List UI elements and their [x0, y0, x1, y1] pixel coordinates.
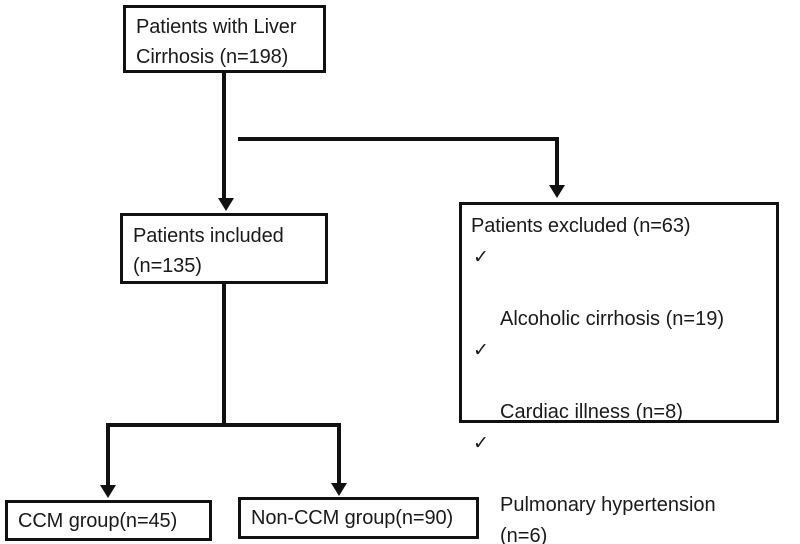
- arrowhead-to-ccm-group: [100, 485, 116, 498]
- node-included-label: Patients included (n=135): [133, 225, 284, 277]
- connector-split-left-arm: [106, 423, 110, 486]
- connector-included-split-feed: [222, 284, 226, 427]
- connector-source-to-included-line: [222, 137, 226, 199]
- node-ccm-group: CCM group(n=45): [5, 500, 212, 541]
- connector-branch-horizontal: [238, 137, 559, 141]
- excluded-reason-label: Alcoholic cirrhosis (n=19): [500, 308, 724, 330]
- arrowhead-to-excluded: [549, 185, 565, 198]
- check-icon: ✓: [473, 247, 489, 268]
- node-non-ccm-group: Non-CCM group(n=90): [238, 497, 479, 539]
- node-excluded-heading: Patients excluded (n=63): [471, 215, 691, 237]
- node-source-label: Patients with Liver Cirrhosis (n=198): [136, 16, 297, 68]
- connector-branch-vertical: [555, 137, 559, 185]
- list-item: ✓ Pulmonary hypertension (n=6): [471, 428, 776, 544]
- node-non-ccm-group-label: Non-CCM group(n=90): [251, 507, 454, 529]
- node-patients-with-liver-cirrhosis: Patients with Liver Cirrhosis (n=198): [123, 5, 326, 73]
- connector-split-right-arm: [337, 423, 341, 486]
- connector-source-trunk: [222, 73, 226, 199]
- excluded-reason-list: ✓ Alcoholic cirrhosis (n=19) ✓ Cardiac i…: [471, 242, 776, 544]
- connector-split-bar: [106, 423, 341, 427]
- list-item: ✓ Cardiac illness (n=8): [471, 335, 776, 428]
- node-ccm-group-label: CCM group(n=45): [18, 509, 178, 532]
- excluded-reason-label: Pulmonary hypertension (n=6): [500, 494, 716, 544]
- check-icon: ✓: [473, 433, 489, 454]
- check-icon: ✓: [473, 340, 489, 361]
- node-patients-included: Patients included (n=135): [120, 213, 328, 284]
- node-patients-excluded: Patients excluded (n=63) ✓ Alcoholic cir…: [459, 202, 779, 544]
- excluded-reason-label: Cardiac illness (n=8): [500, 401, 683, 423]
- arrowhead-to-included: [218, 198, 234, 211]
- list-item: ✓ Alcoholic cirrhosis (n=19): [471, 242, 776, 335]
- arrowhead-to-non-ccm-group: [331, 483, 347, 496]
